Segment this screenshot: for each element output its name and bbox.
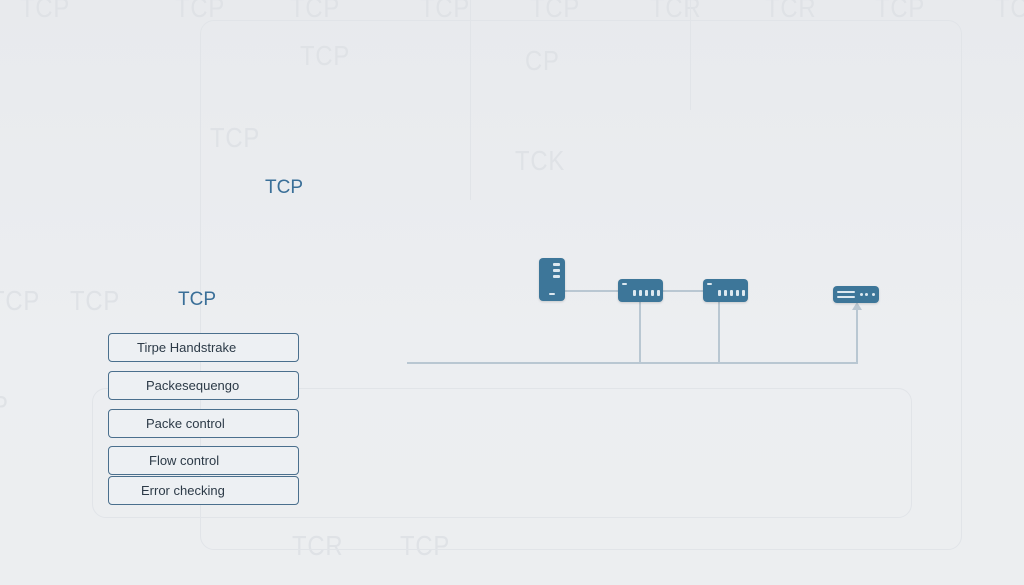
- connection-line: [641, 362, 857, 364]
- watermark-text: TCP: [20, 0, 71, 23]
- connection-line: [564, 290, 619, 292]
- watermark-text: CP: [525, 45, 560, 76]
- watermark-text: TCR: [292, 530, 344, 561]
- watermark-text: TCP: [70, 285, 121, 316]
- feature-box-handshake: Tirpe Handstrake: [108, 333, 299, 362]
- watermark-text: TCR: [765, 0, 817, 23]
- watermark-text: TCP: [0, 285, 41, 316]
- watermark-text: TCP: [420, 0, 471, 23]
- connection-line: [407, 362, 640, 364]
- feature-box-packet-control: Packe control: [108, 409, 299, 438]
- server-tower-icon: [539, 258, 565, 301]
- watermark-text: TCK: [515, 145, 566, 176]
- feature-box-flow-control: Flow control: [108, 446, 299, 475]
- watermark-frame: [92, 388, 912, 518]
- connection-line: [856, 308, 858, 364]
- network-switch-icon: [618, 279, 663, 302]
- watermark-text: TCR: [650, 0, 702, 23]
- watermark-text: TCP: [300, 40, 351, 71]
- watermark-text: TCP: [400, 530, 451, 561]
- watermark-text: TCP: [875, 0, 926, 23]
- network-switch-icon: [703, 279, 748, 302]
- watermark-text: TCP: [290, 0, 341, 23]
- watermark-text: TCP: [175, 0, 226, 23]
- watermark-text: TCP: [210, 122, 261, 153]
- watermark-frame: [200, 20, 962, 550]
- arrow-up-icon: [852, 302, 862, 310]
- features-title: TCP: [178, 289, 216, 310]
- feature-label: Packe control: [146, 416, 225, 431]
- watermark-text: P: [0, 390, 9, 422]
- watermark-text: TCP: [995, 0, 1024, 23]
- connection-line: [718, 302, 720, 364]
- feature-box-error-checking: Error checking: [108, 476, 299, 505]
- connection-line: [662, 290, 704, 292]
- watermark-line: [470, 0, 471, 200]
- feature-label: Tirpe Handstrake: [137, 340, 237, 355]
- router-icon: [833, 286, 879, 303]
- watermark-text: TCP: [530, 0, 581, 23]
- upper-title: TCP: [265, 177, 303, 198]
- connection-line: [639, 302, 641, 364]
- feature-label: Flow control: [149, 453, 220, 468]
- feature-label: Error checking: [141, 483, 225, 498]
- feature-box-sequencing: Packesequengo: [108, 371, 299, 400]
- watermark-line: [690, 0, 691, 110]
- feature-label: Packesequengo: [146, 378, 240, 393]
